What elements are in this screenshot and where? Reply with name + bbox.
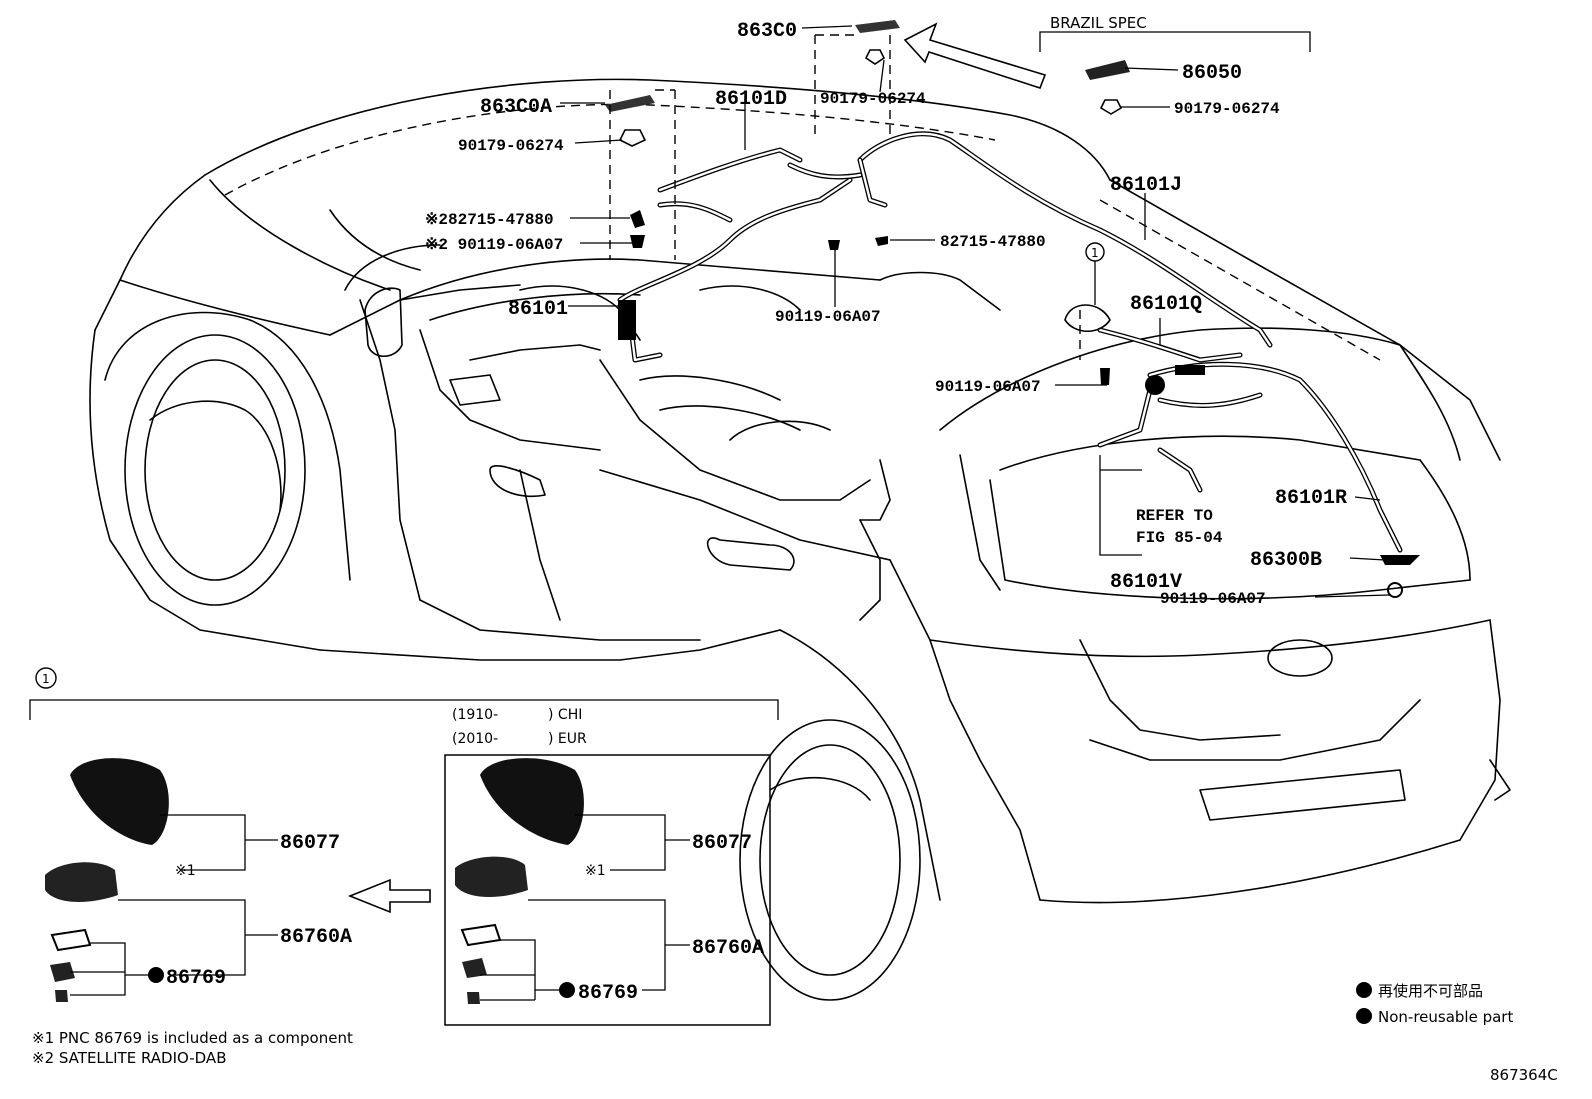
label-82715-a: ※282715-47880: [425, 211, 554, 229]
label-refer-to: REFER TO: [1136, 507, 1213, 525]
inset-date-eur: (2010-: [452, 731, 498, 747]
clip-82715-a-icon: [630, 210, 645, 228]
inset-marker-1: 1: [42, 672, 50, 686]
label-86101d: 86101D: [715, 88, 787, 111]
label-86101r: 86101R: [1275, 487, 1347, 510]
clip-90179-icon: [864, 49, 886, 65]
label-863c0: 863C0: [737, 20, 797, 43]
antenna-cover-86077-right-icon: [480, 758, 584, 845]
inset-date-chi: (1910-: [452, 707, 498, 723]
label-86101j: 86101J: [1110, 174, 1182, 197]
vehicle-outline: [89, 78, 1511, 1001]
leader-lines: [560, 22, 1391, 598]
inset-left-note1: ※1: [175, 863, 196, 879]
inset-right-note1: ※1: [585, 863, 606, 879]
note-2: ※2 SATELLITE RADIO-DAB: [32, 1049, 227, 1067]
bolt-90119-a-icon: [630, 235, 645, 248]
inset-right-86077: 86077: [692, 832, 752, 855]
label-86101q: 86101Q: [1130, 293, 1202, 316]
inset-eur: ) EUR: [548, 731, 587, 747]
small-parts: [605, 20, 1130, 385]
inset-left-86769: 86769: [166, 967, 226, 990]
label-90119-b: 90119-06A07: [775, 308, 881, 326]
inset-left-86077: 86077: [280, 832, 340, 855]
gasket-left-icon: [50, 928, 92, 952]
shark-fin-antenna-icon: [1064, 304, 1111, 333]
inset-chi: ) CHI: [548, 707, 582, 723]
antenna-base-86760a-left-icon: [45, 862, 118, 902]
bolt-right-icon: [467, 992, 480, 1004]
bolt-90119-c-icon: [1100, 368, 1110, 385]
antenna-cords: [617, 131, 1420, 598]
label-90119-d: 90119-06A07: [1160, 590, 1266, 608]
label-circle-1: 1: [1091, 246, 1099, 260]
label-90179-c: 90179-06274: [1174, 100, 1280, 118]
inset-right-86760a: 86760A: [692, 937, 764, 960]
figure-id: 867364C: [1490, 1066, 1558, 1084]
antenna-element-863c0a-icon: [605, 95, 655, 112]
label-90119-c: 90119-06A07: [935, 378, 1041, 396]
label-86050: 86050: [1182, 62, 1242, 85]
inset-right-86769: 86769: [578, 982, 638, 1005]
legend-en: Non-reusable part: [1378, 1008, 1513, 1026]
gasket-right-icon: [460, 923, 502, 947]
antenna-86050-icon: [1085, 60, 1130, 80]
arrow-icon: [903, 22, 1047, 89]
clip-82715-b-icon: [875, 236, 888, 246]
label-90179-b: 90179-06274: [458, 137, 564, 155]
inset-left-86760a: 86760A: [280, 926, 352, 949]
bolt-left-icon: [55, 990, 68, 1002]
label-90119-a: ※2 90119-06A07: [425, 236, 563, 254]
clip-90179-c-icon: [1099, 99, 1123, 115]
label-86101v: 86101V: [1110, 571, 1182, 594]
part-number-labels: 863C0 BRAZIL SPEC 86050 90179-06274 9017…: [425, 14, 1347, 608]
inset-detail: [29, 667, 1372, 1026]
label-90179-a: 90179-06274: [820, 90, 926, 108]
inset-arrow-icon: [347, 878, 431, 914]
inset-labels: 1 86077 ※1 86760A 86769 (1910- ) CHI (20…: [42, 672, 764, 1005]
antenna-cover-86077-left-icon: [70, 758, 169, 845]
nut-86769-right-icon: [462, 958, 487, 978]
label-82715-b: 82715-47880: [940, 233, 1046, 251]
nut-86769-left-icon: [50, 962, 75, 982]
antenna-element-863c0-icon: [855, 20, 900, 33]
label-863c0a: 863C0A: [480, 96, 552, 119]
legend-jp: 再使用不可部品: [1378, 982, 1483, 1000]
note-1: ※1 PNC 86769 is included as a component: [32, 1029, 353, 1047]
footnotes: ※1 PNC 86769 is included as a component …: [32, 982, 1558, 1084]
bolt-90119-b-icon: [828, 240, 840, 250]
label-fig-85-04: FIG 85-04: [1136, 529, 1223, 547]
label-86101: 86101: [508, 298, 568, 321]
label-86300b: 86300B: [1250, 549, 1322, 572]
antenna-base-86760a-right-icon: [455, 856, 528, 897]
label-brazil-spec: BRAZIL SPEC: [1050, 14, 1147, 32]
clip-90179-b-icon: [618, 129, 647, 147]
